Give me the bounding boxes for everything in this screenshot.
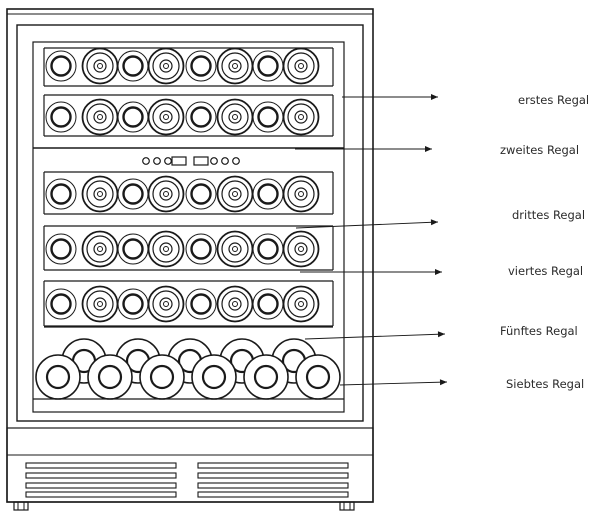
bottle xyxy=(81,230,119,268)
grill-slot xyxy=(197,462,349,469)
bottle xyxy=(139,354,185,400)
bottle xyxy=(45,178,77,210)
panel-button xyxy=(153,157,161,165)
callout-arrows xyxy=(295,94,448,386)
bottle xyxy=(252,288,284,320)
bottle xyxy=(81,98,119,136)
bottle xyxy=(185,178,217,210)
label-viertes-regal: viertes Regal xyxy=(508,264,583,278)
arrow xyxy=(295,146,432,152)
panel-button xyxy=(142,157,150,165)
shelf-row-3 xyxy=(43,171,334,215)
arrow xyxy=(342,94,438,100)
bottle xyxy=(81,47,119,85)
bottle xyxy=(295,354,341,400)
panel-button xyxy=(164,157,172,165)
bottle xyxy=(216,230,254,268)
control-panel xyxy=(142,156,240,166)
grill-slot xyxy=(25,491,177,498)
bottle xyxy=(117,178,149,210)
shelf-row-7 xyxy=(33,354,344,400)
door-frame xyxy=(16,24,364,422)
bottle xyxy=(81,175,119,213)
ventilation-grill xyxy=(7,454,373,498)
label-zweites-regal: zweites Regal xyxy=(500,143,579,157)
arrow xyxy=(300,269,442,275)
bottle xyxy=(87,354,133,400)
grill-slot xyxy=(197,472,349,479)
bottle xyxy=(45,288,77,320)
bottle xyxy=(185,101,217,133)
bottle xyxy=(117,50,149,82)
bottle xyxy=(252,178,284,210)
bottle xyxy=(216,285,254,323)
label-drittes-regal: drittes Regal xyxy=(512,208,585,222)
base-kickplate xyxy=(6,427,374,503)
bottle xyxy=(35,354,81,400)
arrow-head xyxy=(439,379,447,386)
bottle-area xyxy=(33,47,344,400)
bottle xyxy=(117,288,149,320)
bottle xyxy=(147,175,185,213)
arrow xyxy=(339,379,448,386)
panel-button xyxy=(232,157,240,165)
bottle xyxy=(147,285,185,323)
bottle xyxy=(252,101,284,133)
grill-slot xyxy=(197,491,349,498)
bottle xyxy=(252,50,284,82)
bottle xyxy=(45,233,77,265)
shelf-row-4 xyxy=(43,225,334,271)
grill-slot xyxy=(25,482,177,489)
grill-slot xyxy=(197,482,349,489)
bottle xyxy=(243,354,289,400)
grill-slot xyxy=(25,462,177,469)
bottle xyxy=(282,285,320,323)
panel-display xyxy=(171,156,187,166)
bottle xyxy=(45,101,77,133)
arrow-head xyxy=(425,146,432,152)
bottle xyxy=(282,230,320,268)
arrow-head xyxy=(430,219,438,226)
bottle xyxy=(117,233,149,265)
label-fuenftes-regal: Fünftes Regal xyxy=(500,324,578,338)
bottle xyxy=(282,175,320,213)
panel-button xyxy=(210,157,218,165)
arrow xyxy=(295,219,439,229)
bottle xyxy=(216,98,254,136)
panel-display xyxy=(193,156,209,166)
label-erstes-regal: erstes Regal xyxy=(518,93,589,107)
bottle xyxy=(45,50,77,82)
bottle xyxy=(191,354,237,400)
bottle xyxy=(216,175,254,213)
arrow-head xyxy=(437,331,445,338)
bottle xyxy=(117,101,149,133)
panel-button xyxy=(221,157,229,165)
door-glass xyxy=(32,41,345,413)
shelf-row-2 xyxy=(43,94,334,137)
bottle xyxy=(252,233,284,265)
bottle xyxy=(282,98,320,136)
bottle xyxy=(185,50,217,82)
arrow-head xyxy=(431,94,438,100)
bottle xyxy=(185,288,217,320)
bottle xyxy=(147,98,185,136)
shelf-row-1 xyxy=(43,47,334,87)
label-siebtes-regal: Siebtes Regal xyxy=(506,377,584,391)
bottle xyxy=(81,285,119,323)
shelf-row-5 xyxy=(43,280,334,327)
bottle xyxy=(147,230,185,268)
arrow-head xyxy=(435,269,442,275)
bottle xyxy=(185,233,217,265)
arrow xyxy=(304,331,446,340)
bottle xyxy=(282,47,320,85)
bottle xyxy=(216,47,254,85)
foot-right xyxy=(339,501,355,511)
foot-left xyxy=(13,501,29,511)
grill-slot xyxy=(25,472,177,479)
bottle xyxy=(147,47,185,85)
feet xyxy=(13,501,355,511)
